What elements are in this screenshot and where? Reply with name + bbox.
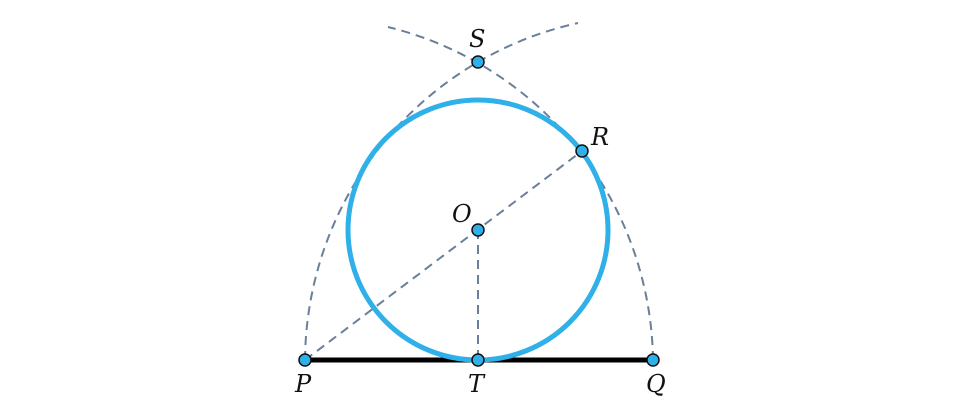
label-o: O [452,200,472,228]
line-p-r [304,150,583,361]
point-t [471,353,485,367]
label-q: Q [646,370,666,398]
point-q [646,353,660,367]
label-t: T [468,370,486,398]
point-p [298,353,312,367]
label-s: S [469,25,485,53]
label-r: R [590,123,609,151]
point-o [471,223,485,237]
label-p: P [294,370,312,398]
arc-from-p [304,22,579,361]
arc-from-q [387,26,654,361]
point-r [575,144,589,158]
point-s [471,55,485,69]
